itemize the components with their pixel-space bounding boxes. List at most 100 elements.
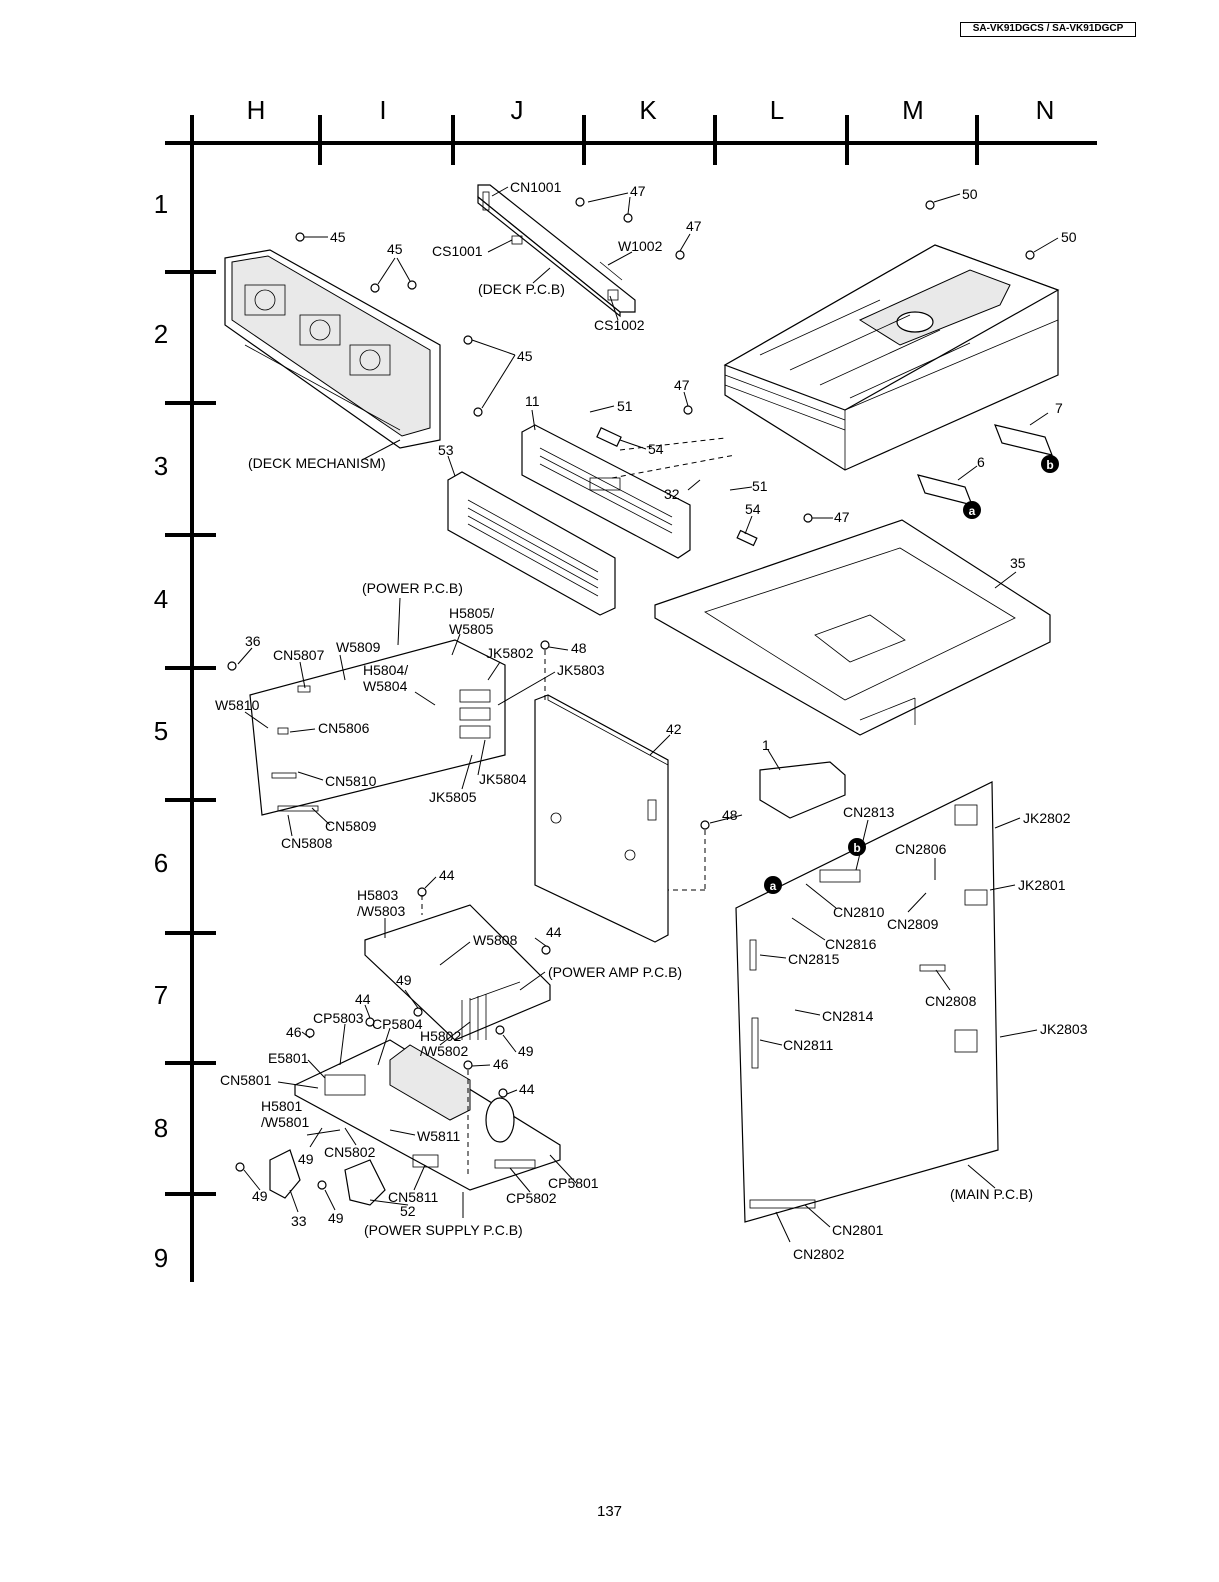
column-label-i: I: [379, 95, 386, 125]
marker-b-1-letter: b: [1046, 458, 1053, 472]
power-pcb-drawing: [249, 639, 506, 816]
label-47b: 47: [686, 218, 702, 234]
deck-pcb-drawing: [477, 184, 636, 318]
label-36: 36: [245, 633, 261, 649]
label-cn5811: CN5811: [388, 1189, 439, 1205]
label-jk5802: JK5802: [486, 645, 534, 661]
front-cover-53-drawing: [447, 471, 616, 616]
column-label-n: N: [1036, 95, 1055, 125]
label-cn2811: CN2811: [783, 1037, 834, 1053]
label-h5804: H5804/: [363, 662, 408, 678]
label-51a: 51: [617, 398, 633, 414]
reference-markers: b a b a: [764, 455, 1059, 894]
label-44a: 44: [439, 867, 455, 883]
label-w5809: W5809: [336, 639, 381, 655]
heat-sink-42-drawing: [534, 694, 669, 943]
label-cn5810: CN5810: [325, 773, 377, 789]
label-49a: 49: [396, 972, 412, 988]
cd-changer-drawing: [723, 244, 1060, 471]
label-power-pcb: (POWER P.C.B): [362, 580, 463, 596]
row-label-5: 5: [154, 716, 168, 746]
label-50a: 50: [962, 186, 978, 202]
grid-frame: [165, 115, 1097, 1282]
row-label-9: 9: [154, 1243, 168, 1273]
label-w5805: W5805: [449, 621, 494, 637]
label-54a: 54: [648, 441, 664, 457]
label-49b: 49: [518, 1043, 534, 1059]
label-w1002: W1002: [618, 238, 663, 254]
label-jk5804: JK5804: [479, 771, 527, 787]
label-power-supply-pcb: (POWER SUPPLY P.C.B): [364, 1222, 523, 1238]
row-label-6: 6: [154, 848, 168, 878]
label-w5801: /W5801: [261, 1114, 309, 1130]
label-44b: 44: [546, 924, 562, 940]
label-jk5803: JK5803: [557, 662, 605, 678]
label-51b: 51: [752, 478, 768, 494]
label-cp5801: CP5801: [548, 1175, 599, 1191]
label-49c: 49: [298, 1151, 314, 1167]
row-label-8: 8: [154, 1113, 168, 1143]
chassis-35-drawing: [654, 519, 1051, 736]
label-h5805: H5805/: [449, 605, 494, 621]
label-47c: 47: [674, 377, 690, 393]
label-7: 7: [1055, 400, 1063, 416]
label-45b: 45: [387, 241, 403, 257]
label-47a: 47: [630, 183, 646, 199]
label-cn2813: CN2813: [843, 804, 895, 820]
label-cn2816: CN2816: [825, 936, 877, 952]
marker-a-2-letter: a: [770, 879, 777, 893]
row-label-2: 2: [154, 319, 168, 349]
column-label-l: L: [770, 95, 784, 125]
label-cn2802: CN2802: [793, 1246, 845, 1262]
label-32: 32: [664, 486, 680, 502]
label-w5804: W5804: [363, 678, 408, 694]
bracket-33-drawing: [269, 1149, 301, 1199]
deck-mechanism-drawing: [224, 249, 441, 449]
label-w5811: W5811: [417, 1128, 461, 1144]
label-w5802: /W5802: [420, 1043, 468, 1059]
label-cp5802: CP5802: [506, 1190, 557, 1206]
row-label-4: 4: [154, 584, 168, 614]
row-label-3: 3: [154, 451, 168, 481]
label-cp5804: CP5804: [372, 1016, 423, 1032]
label-h5803: H5803: [357, 887, 398, 903]
marker-a-1-letter: a: [969, 504, 976, 518]
label-cn2809: CN2809: [887, 916, 939, 932]
label-53: 53: [438, 442, 454, 458]
power-supply-pcb-drawing: [294, 1039, 561, 1191]
label-h5802: H5802: [420, 1028, 461, 1044]
label-42: 42: [666, 721, 682, 737]
column-label-m: M: [902, 95, 924, 125]
label-jk2803: JK2803: [1040, 1021, 1088, 1037]
marker-a-1: [963, 501, 981, 519]
label-44c: 44: [355, 991, 371, 1007]
label-w5810: W5810: [215, 697, 260, 713]
label-cn5806: CN5806: [318, 720, 370, 736]
main-pcb-drawing: [735, 781, 999, 1223]
label-45c: 45: [517, 348, 533, 364]
label-cn5801: CN5801: [220, 1072, 272, 1088]
label-jk5805: JK5805: [429, 789, 477, 805]
label-46b: 46: [493, 1056, 509, 1072]
label-44d: 44: [519, 1081, 535, 1097]
label-jk2802: JK2802: [1023, 810, 1071, 826]
leader-lines: [237, 186, 1059, 1243]
label-6: 6: [977, 454, 985, 470]
label-1: 1: [762, 737, 770, 753]
label-h5801: H5801: [261, 1098, 302, 1114]
part-1-drawing: [759, 761, 846, 819]
marker-b-2-letter: b: [853, 841, 860, 855]
label-cn2808: CN2808: [925, 993, 977, 1009]
label-main-pcb: (MAIN P.C.B): [950, 1186, 1033, 1202]
label-46a: 46: [286, 1024, 302, 1040]
label-11: 11: [525, 393, 540, 409]
label-w5803: /W5803: [357, 903, 405, 919]
label-35: 35: [1010, 555, 1026, 571]
label-jk2801: JK2801: [1018, 877, 1066, 893]
column-label-j: J: [511, 95, 524, 125]
row-label-7: 7: [154, 980, 168, 1010]
label-48b: 48: [722, 807, 738, 823]
label-50b: 50: [1061, 229, 1077, 245]
flat-cables-drawing: [917, 424, 1053, 506]
